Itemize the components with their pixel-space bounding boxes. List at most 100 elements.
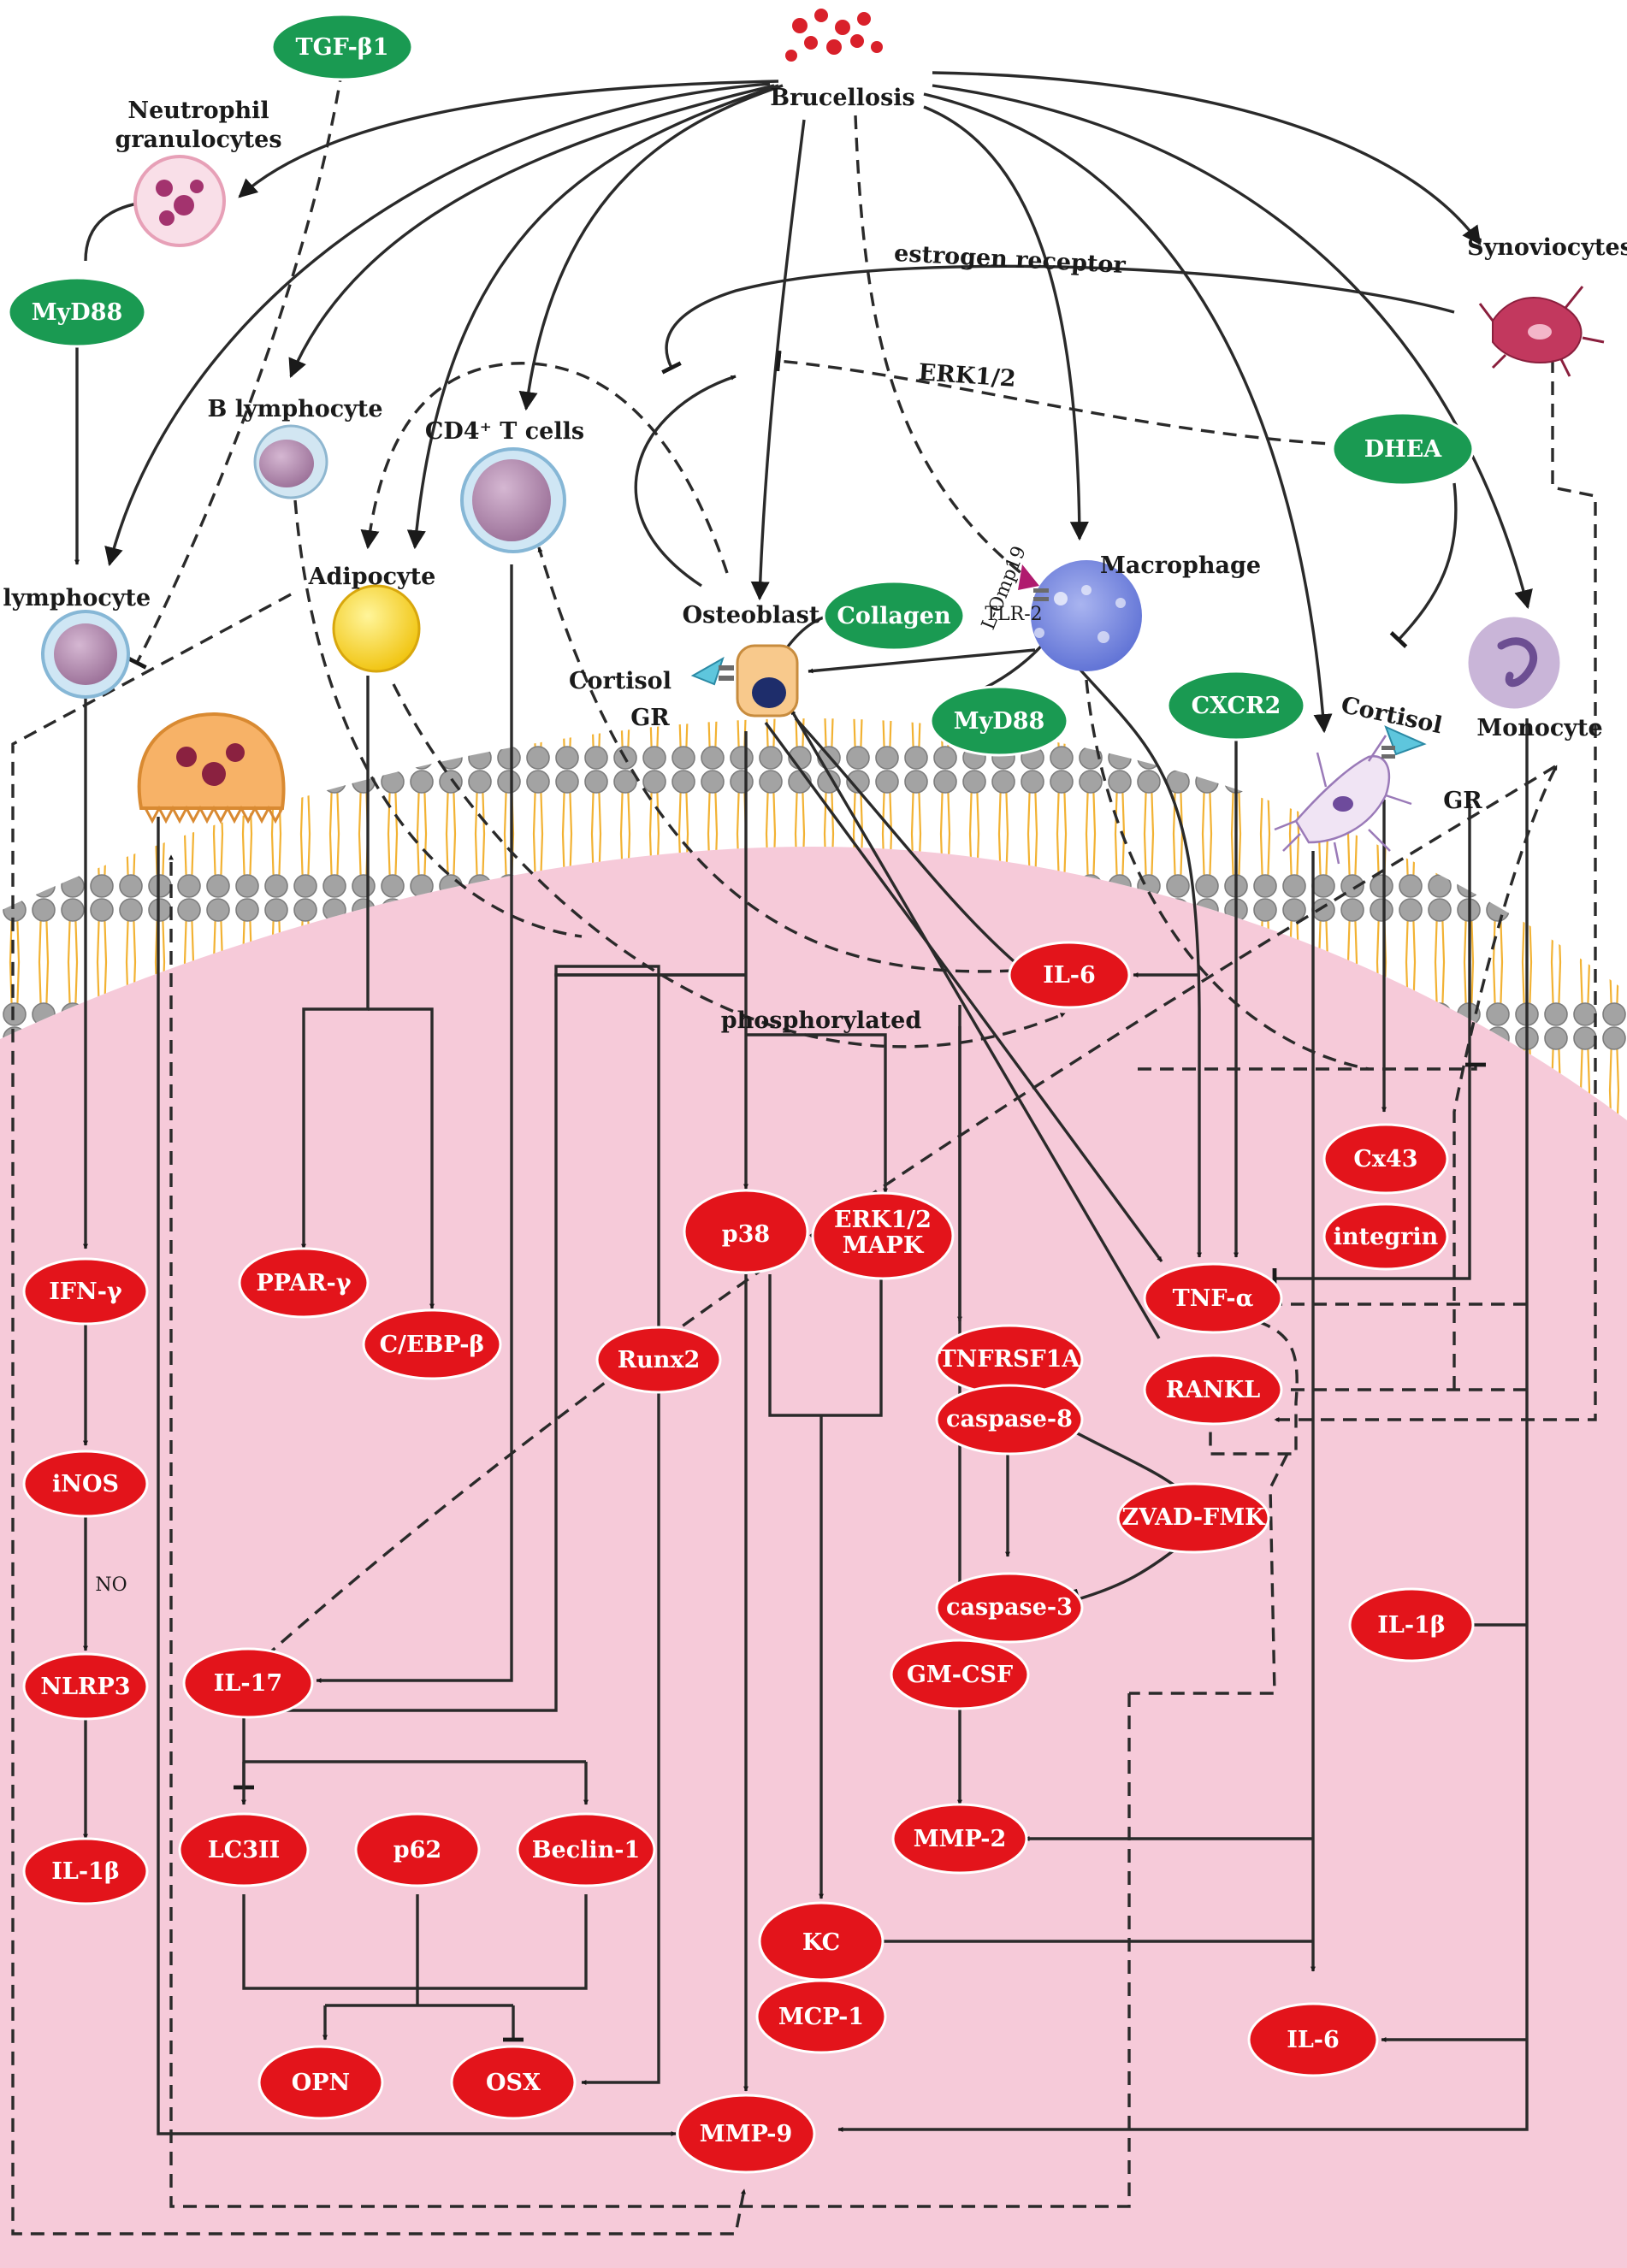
- edge-bruc-cd4: [518, 84, 784, 411]
- node-runx2-label: Runx2: [618, 1347, 701, 1373]
- node-tnfa[interactable]: TNF-α: [1143, 1262, 1283, 1334]
- edge-phos-erk: [746, 1033, 888, 1194]
- edge-tnf-rankl-loop: [1209, 1320, 1299, 1456]
- node-nlrp3[interactable]: NLRP3: [22, 1652, 149, 1721]
- node-kc-label: KC: [802, 1929, 840, 1956]
- cortisol-left-receptor-icon: [690, 656, 734, 686]
- node-il1b-right[interactable]: IL-1β: [1348, 1587, 1475, 1663]
- edge-gr-right-tnf: [1272, 804, 1471, 1289]
- edge-cd4-il17: [316, 564, 513, 1683]
- node-cxcr2-label: CXCR2: [1192, 693, 1281, 719]
- label-phosphorylated: phosphorylated: [721, 1007, 922, 1034]
- node-rankl-label: RANKL: [1166, 1377, 1261, 1403]
- node-il6-bottom[interactable]: IL-6: [1247, 2002, 1379, 2077]
- label-cd4-t-cells: CD4⁺ T cells: [425, 418, 584, 445]
- label-estrogen-receptor: estrogen receptor: [893, 240, 1127, 279]
- bacteria-icon: [785, 9, 883, 62]
- node-tgfb1[interactable]: TGF-β1: [270, 13, 414, 81]
- node-tgfb1-label: TGF-β1: [295, 34, 388, 61]
- osteoblast-icon: [736, 644, 799, 718]
- edge-bruc-osteoblast: [750, 119, 806, 601]
- node-caspase8[interactable]: caspase-8: [935, 1384, 1084, 1456]
- node-ppar-label: PPAR-γ: [256, 1270, 351, 1296]
- cells: [41, 9, 1605, 865]
- node-ppar[interactable]: PPAR-γ: [238, 1247, 370, 1319]
- node-cebp[interactable]: C/EBP-β: [362, 1308, 502, 1380]
- node-cxcr2[interactable]: CXCR2: [1166, 670, 1306, 741]
- node-gmcsf[interactable]: GM-CSF: [890, 1639, 1030, 1710]
- edge-macrophage-membrane: [1085, 679, 1370, 1071]
- node-myd88-mid[interactable]: MyD88: [929, 685, 1069, 757]
- node-caspase3[interactable]: caspase-3: [935, 1572, 1084, 1644]
- node-myd88-left-label: MyD88: [32, 299, 123, 326]
- label-gr-right: GR: [1443, 788, 1482, 814]
- edge-adipocyte-cebp: [368, 1007, 435, 1309]
- label-macrophage: Macrophage: [1100, 552, 1261, 579]
- node-ifng[interactable]: IFN-γ: [22, 1257, 149, 1326]
- edge-tlymph-dashed-box: [11, 593, 746, 2236]
- edge-bruc-tlymph: [104, 82, 771, 567]
- node-mmp9-label: MMP-9: [700, 2121, 793, 2147]
- node-runx2[interactable]: Runx2: [595, 1326, 722, 1394]
- lipid-bilayer: [0, 718, 1627, 1120]
- red-nodes: IL-6 Cx43 integrin IFN-γ iNOS NLRP3 IL-1…: [22, 941, 1475, 2174]
- node-zvad[interactable]: ZVAD-FMK: [1116, 1482, 1270, 1554]
- edge-macrophage-osteoblast: [808, 648, 1036, 674]
- node-p38[interactable]: p38: [683, 1189, 809, 1274]
- node-opn-label: OPN: [292, 2070, 351, 2096]
- node-myd88-left[interactable]: MyD88: [7, 276, 147, 348]
- node-integrin[interactable]: integrin: [1322, 1202, 1449, 1271]
- node-osx-label: OSX: [486, 2070, 541, 2096]
- edge-bruc-adipocyte: [406, 84, 779, 550]
- adipocyte-icon: [332, 584, 421, 673]
- node-erk-mapk[interactable]: ERK1/2 MAPK: [811, 1191, 955, 1280]
- node-il1b-left[interactable]: IL-1β: [22, 1837, 149, 1905]
- node-beclin1-label: Beclin-1: [532, 1837, 641, 1863]
- node-kc[interactable]: KC: [758, 1901, 884, 1982]
- node-il1b-right-label: IL-1β: [1377, 1612, 1446, 1639]
- edge-estrogen-receptor: [661, 264, 1455, 375]
- edge-blymph-membrane: [293, 499, 583, 938]
- edge-bruc-monocyte: [932, 84, 1533, 610]
- node-zvad-label: ZVAD-FMK: [1121, 1504, 1266, 1531]
- node-il6-bottom-label: IL-6: [1287, 2027, 1340, 2053]
- node-ifng-label: IFN-γ: [49, 1279, 122, 1305]
- node-tnfrsf1a[interactable]: TNFRSF1A: [935, 1324, 1084, 1396]
- edge-myd88mid-macrophage: [983, 640, 1047, 690]
- edge-runx2-osx: [581, 1377, 660, 2085]
- node-il6-mid[interactable]: IL-6: [1008, 941, 1131, 1009]
- node-osx[interactable]: OSX: [450, 2045, 577, 2120]
- edges: [11, 68, 1597, 2236]
- node-cx43[interactable]: Cx43: [1322, 1123, 1449, 1195]
- label-b-lymphocyte: B lymphocyte: [207, 396, 382, 422]
- node-mcp1[interactable]: MCP-1: [755, 1979, 887, 2054]
- node-mmp2[interactable]: MMP-2: [891, 1803, 1028, 1875]
- label-monocyte: Monocyte: [1476, 715, 1602, 741]
- node-p38-label: p38: [722, 1221, 770, 1248]
- node-collagen[interactable]: Collagen: [822, 580, 966, 652]
- node-cebp-label: C/EBP-β: [380, 1332, 485, 1358]
- node-beclin1[interactable]: Beclin-1: [516, 1812, 656, 1887]
- b-lymphocyte-icon: [253, 424, 328, 499]
- neutrophil-icon: [133, 155, 226, 247]
- green-nodes: TGF-β1 MyD88 Collagen MyD88 CXCR2 DHEA: [7, 13, 1475, 757]
- edge-autophagy-out: [242, 1894, 588, 1990]
- node-p62-label: p62: [393, 1837, 441, 1863]
- edge-bruc-macrophage: [923, 105, 1089, 541]
- edge-adipocyte-ppar: [301, 676, 370, 1249]
- cd4-t-cell-icon: [460, 447, 566, 553]
- node-tnfa-label: TNF-α: [1173, 1285, 1254, 1312]
- node-opn[interactable]: OPN: [257, 2045, 384, 2120]
- node-dhea[interactable]: DHEA: [1331, 411, 1475, 487]
- label-no: NO: [95, 1574, 127, 1596]
- edge-macrophage-tnf: [1076, 665, 1202, 1258]
- edge-bruc-dendritic: [923, 92, 1333, 734]
- node-il17[interactable]: IL-17: [182, 1647, 314, 1719]
- node-p62[interactable]: p62: [354, 1812, 481, 1887]
- node-rankl[interactable]: RANKL: [1143, 1354, 1283, 1426]
- node-lc3ii[interactable]: LC3II: [178, 1812, 310, 1887]
- node-inos[interactable]: iNOS: [22, 1450, 149, 1518]
- node-mmp9[interactable]: MMP-9: [676, 2094, 816, 2174]
- node-lc3ii-label: LC3II: [208, 1837, 281, 1863]
